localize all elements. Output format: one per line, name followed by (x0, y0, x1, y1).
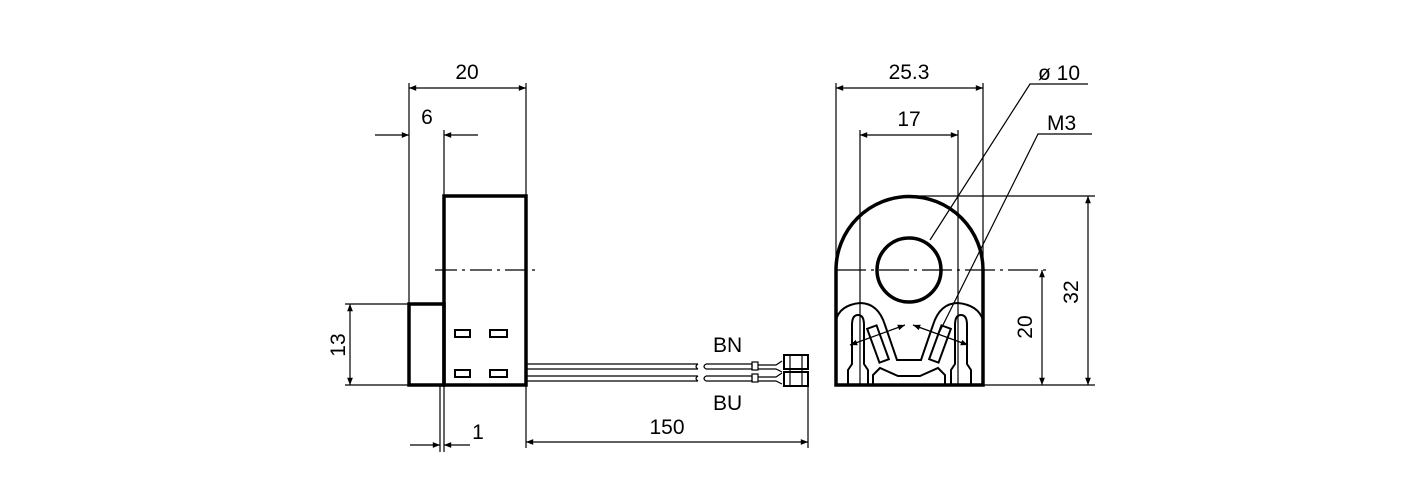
dim-diameter-label: ø 10 (1038, 62, 1080, 85)
dim-gap-label: 1 (472, 421, 484, 444)
dim-hole-spacing-label: 17 (897, 108, 920, 131)
sensor-outline (834, 194, 985, 387)
dim-offset-label: 6 (421, 106, 433, 129)
dim-cable-length-label: 150 (649, 416, 684, 439)
dim-total-height-label: 32 (1060, 280, 1083, 303)
mounting-slots (454, 329, 508, 378)
dim-width-label: 20 (455, 61, 478, 84)
wire-label-bu: BU (713, 392, 742, 415)
dim-thread-label: M3 (1047, 112, 1076, 135)
front-view: 25.3 17 ø 10 M3 20 32 (834, 61, 1095, 387)
sensor-base-tab (407, 302, 446, 387)
clamp-mechanism (835, 301, 984, 385)
side-view: BN BU 20 6 13 1 150 (327, 61, 809, 452)
sensor-body (442, 194, 528, 387)
dim-height-label: 13 (327, 333, 350, 356)
dim-center-height-label: 20 (1014, 315, 1037, 338)
cable-wires (526, 354, 809, 387)
dim-width-label: 25.3 (889, 61, 930, 84)
wire-label-bn: BN (713, 334, 742, 357)
